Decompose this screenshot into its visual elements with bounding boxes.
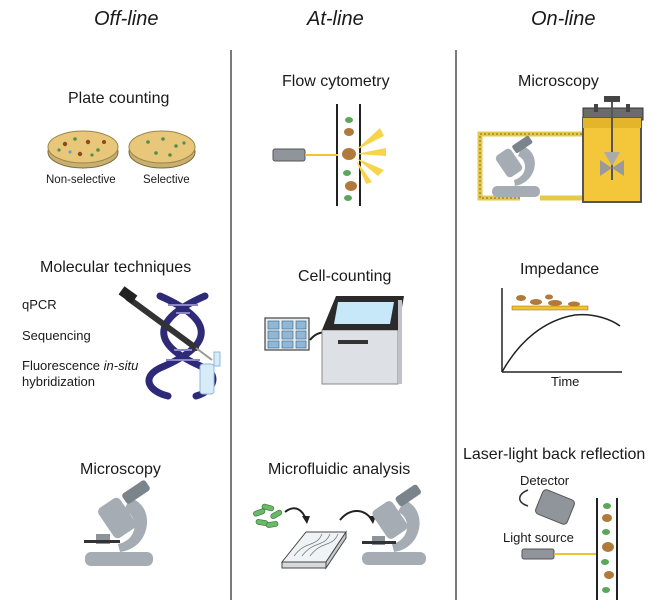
bioreactor-icon (582, 96, 644, 203)
online-microscopy-title: Microscopy (518, 73, 599, 90)
counting-slide-icon (264, 317, 310, 351)
laser-reflection-title: Laser-light back reflection (463, 446, 646, 463)
channel-cells (601, 503, 614, 593)
plate-label-nonselective: Non-selective (46, 174, 116, 186)
cell-counter-machine-icon (321, 296, 404, 385)
molecular-item-qpcr: qPCR (22, 297, 57, 312)
impedance-curve (501, 313, 621, 373)
offline-microscopy-title: Microscopy (80, 461, 161, 478)
cell-counting-title: Cell-counting (298, 268, 392, 285)
petri-dish-nonselective (47, 130, 119, 169)
pipette-icon (118, 286, 213, 361)
scatter-light-icon (356, 128, 386, 184)
molecular-item-fish: Fluorescence in-situ (22, 358, 138, 373)
column-header-atline: At-line (307, 8, 364, 30)
molecular-item-fish-line2: hybridization (22, 374, 95, 389)
impedance-title: Impedance (520, 261, 600, 278)
fish-prefix: Fluorescence (22, 358, 104, 373)
detector-label: Detector (520, 473, 570, 488)
column-header-offline: Off-line (94, 8, 159, 30)
microscope-icon (362, 484, 426, 565)
microscope-icon (492, 135, 540, 197)
tube-icon (199, 351, 221, 395)
microfluidic-title: Microfluidic analysis (268, 461, 411, 478)
impedance-x-label: Time (551, 374, 580, 389)
light-source-label: Light source (503, 530, 574, 545)
fish-italic: in-situ (103, 358, 139, 373)
detector-icon (519, 489, 575, 525)
plate-label-selective: Selective (143, 174, 190, 186)
petri-dish-selective (128, 130, 196, 169)
microscope-icon (84, 480, 153, 566)
flow-cytometry-title: Flow cytometry (282, 73, 390, 90)
microfluidic-chip-icon (280, 530, 347, 570)
bacteria-icon (253, 503, 283, 528)
plate-counting-title: Plate counting (68, 90, 170, 107)
column-header-online: On-line (531, 8, 596, 30)
molecular-techniques-title: Molecular techniques (40, 259, 192, 276)
laser-source-icon (272, 148, 338, 162)
electrode-icon (511, 294, 589, 311)
molecular-item-sequencing: Sequencing (22, 328, 91, 343)
flow-cells (342, 117, 357, 201)
light-source-icon (521, 548, 597, 560)
